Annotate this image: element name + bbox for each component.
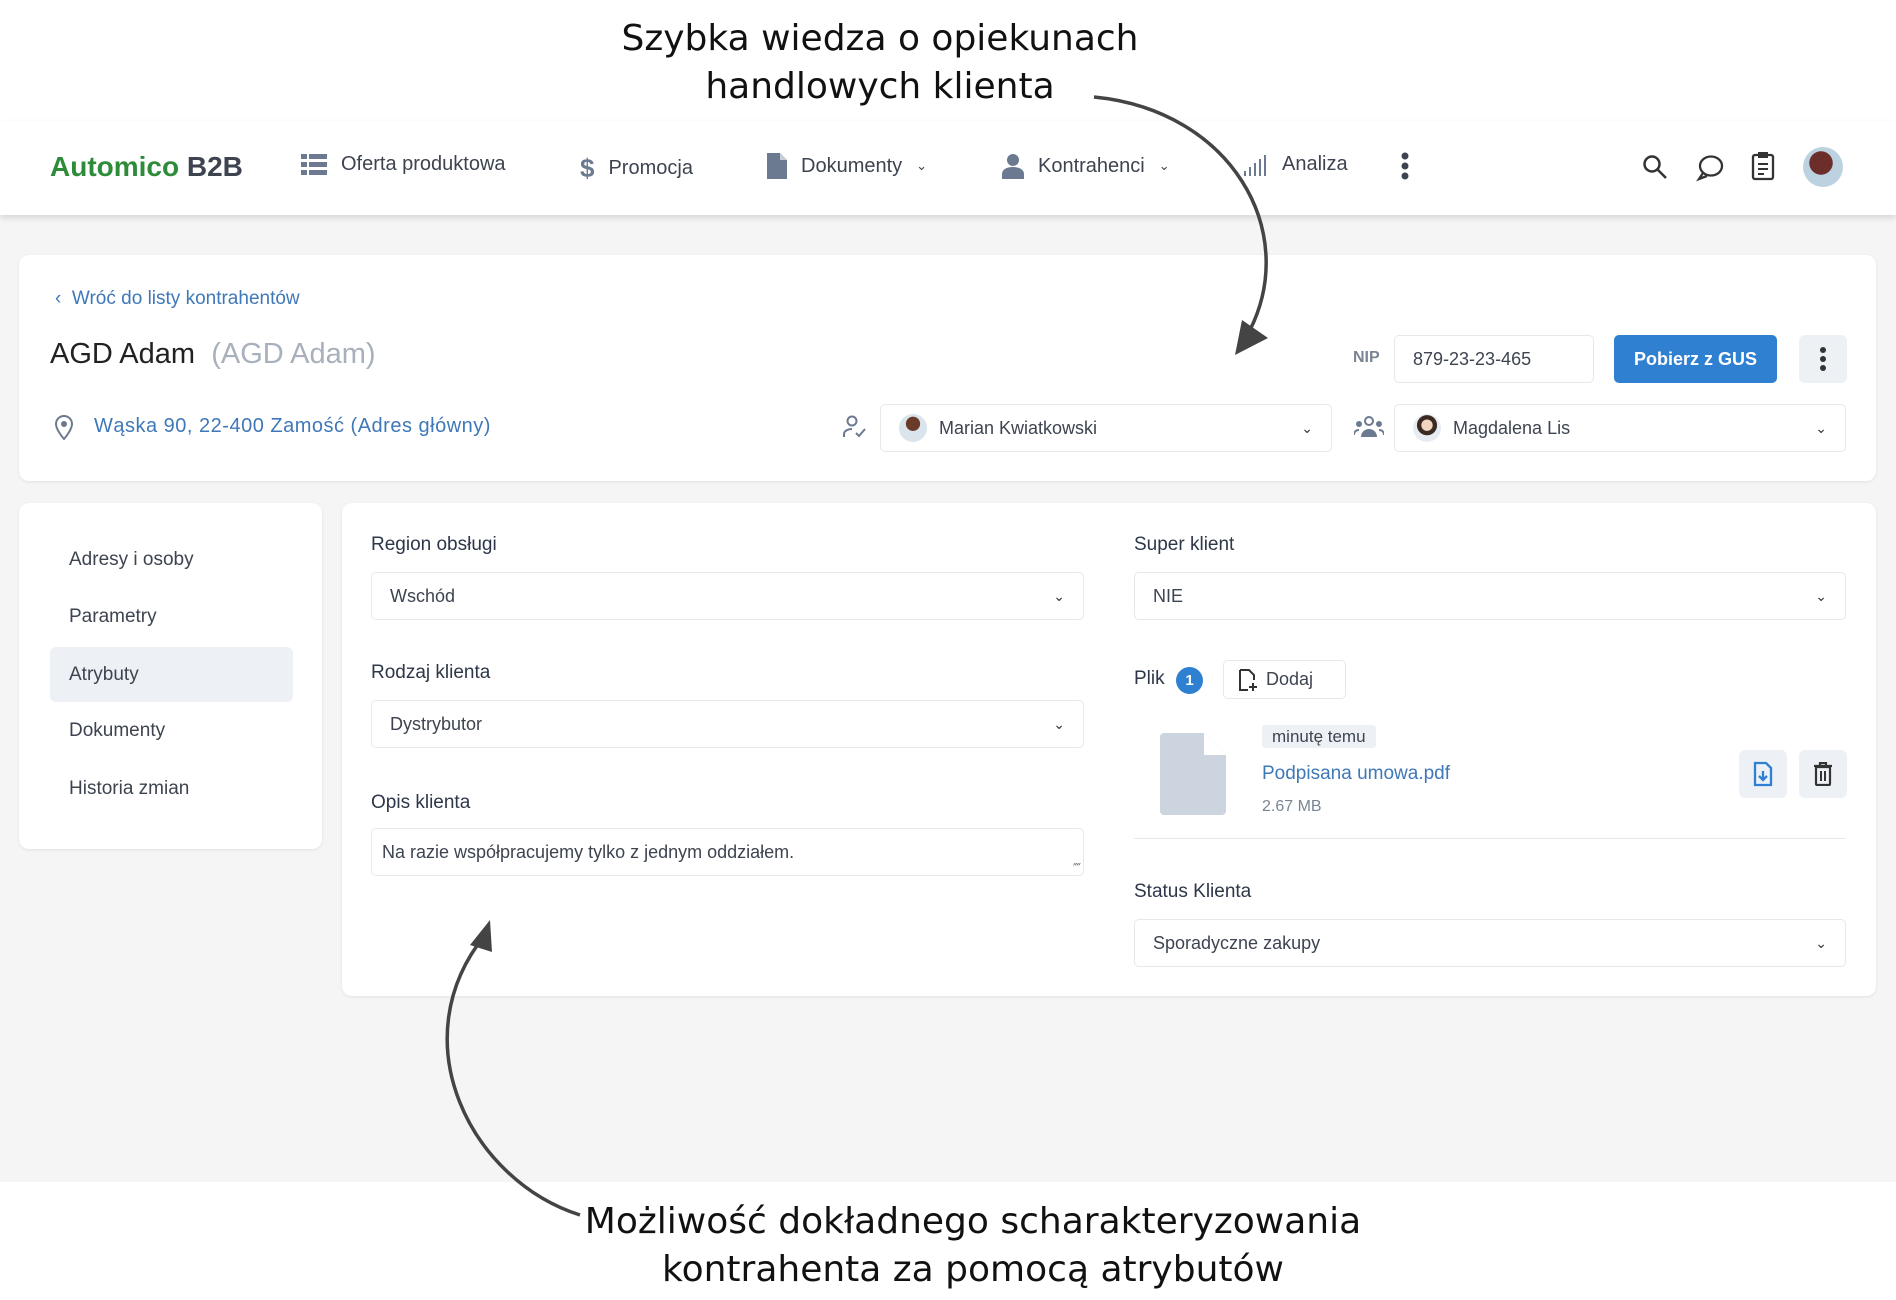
sidebar-item-dokumenty[interactable]: Dokumenty <box>50 703 293 758</box>
account-manager-value: Marian Kwiatkowski <box>939 417 1098 438</box>
download-file-button[interactable] <box>1739 750 1787 798</box>
nav-label: Analiza <box>1282 153 1348 175</box>
nav-oferta[interactable]: Oferta produktowa <box>301 153 506 176</box>
file-size: 2.67 MB <box>1262 798 1322 815</box>
nav-dokumenty[interactable]: Dokumenty ⌄ <box>767 153 927 179</box>
annotation-bottom: Możliwość dokładnego scharakteryzowania … <box>523 1198 1423 1294</box>
client-short-name: (AGD Adam) <box>211 338 376 370</box>
chevron-down-icon: ⌄ <box>1815 587 1827 604</box>
region-label: Region obsługi <box>371 534 497 555</box>
nip-label: NIP <box>1353 349 1380 366</box>
chevron-down-icon: ⌄ <box>1053 715 1065 732</box>
status-label: Status Klienta <box>1134 881 1252 902</box>
add-file-label: Dodaj <box>1266 669 1314 689</box>
nip-value: 879-23-23-465 <box>1413 348 1532 369</box>
file-count-badge: 1 <box>1176 667 1203 694</box>
manager-avatar <box>899 414 927 442</box>
annotation-text: Możliwość dokładnego scharakteryzowania <box>584 1201 1362 1242</box>
delete-file-button[interactable] <box>1799 750 1847 798</box>
sidebar-item-atrybuty[interactable]: Atrybuty <box>50 647 293 702</box>
file-download-icon <box>1753 761 1773 787</box>
sidebar-item-parametry[interactable]: Parametry <box>50 589 293 644</box>
client-address-link[interactable]: Wąska 90, 22-400 Zamość (Adres główny) <box>94 415 491 437</box>
user-icon <box>1002 153 1024 179</box>
list-icon <box>301 153 327 176</box>
account-manager-icon <box>842 415 868 444</box>
client-type-select[interactable]: Dystrybutor ⌄ <box>371 700 1084 748</box>
super-client-select[interactable]: NIE ⌄ <box>1134 572 1846 620</box>
client-type-value: Dystrybutor <box>390 713 483 734</box>
sidebar-item-label: Atrybuty <box>69 663 139 685</box>
nav-label: Kontrahenci <box>1038 154 1145 177</box>
sidebar-item-label: Historia zmian <box>69 777 190 799</box>
chevron-down-icon: ⌄ <box>1815 419 1827 436</box>
trash-icon <box>1814 762 1832 786</box>
team-member-avatar <box>1413 414 1441 442</box>
document-icon <box>767 153 787 179</box>
gus-button-label: Pobierz z GUS <box>1633 348 1758 369</box>
nav-promocja[interactable]: $ Promocja <box>580 153 693 184</box>
file-add-icon <box>1239 668 1257 691</box>
chevron-down-icon: ⌄ <box>1158 158 1170 173</box>
sidebar-item-label: Dokumenty <box>69 719 166 741</box>
super-client-value: NIE <box>1153 585 1184 606</box>
account-manager-select[interactable]: Marian Kwiatkowski ⌄ <box>880 404 1332 452</box>
nav-kontrahenci[interactable]: Kontrahenci ⌄ <box>1002 153 1170 179</box>
dollar-icon: $ <box>580 153 595 183</box>
region-select[interactable]: Wschód ⌄ <box>371 572 1084 620</box>
more-vertical-icon <box>1820 347 1826 371</box>
annotation-top: Szybka wiedza o opiekunach handlowych kl… <box>430 15 1330 111</box>
signal-bars-icon <box>1244 154 1268 176</box>
search-icon[interactable] <box>1642 154 1668 185</box>
resize-handle-icon[interactable]: ⁗ <box>1073 861 1081 875</box>
team-member-select[interactable]: Magdalena Lis ⌄ <box>1394 404 1846 452</box>
location-pin-icon <box>54 414 74 445</box>
description-value: Na razie współpracujemy tylko z jednym o… <box>382 841 795 862</box>
file-icon <box>1160 733 1226 820</box>
add-file-button[interactable]: Dodaj <box>1223 660 1346 699</box>
nav-analiza[interactable]: Analiza <box>1244 153 1348 176</box>
client-type-label: Rodzaj klienta <box>371 662 491 683</box>
description-textarea[interactable]: Na razie współpracujemy tylko z jednym o… <box>371 828 1084 876</box>
file-name-link[interactable]: Podpisana umowa.pdf <box>1262 763 1451 784</box>
fetch-gus-button[interactable]: Pobierz z GUS <box>1614 335 1777 383</box>
sidebar-item-label: Parametry <box>69 605 157 627</box>
back-link-label: Wróć do listy kontrahentów <box>71 288 300 309</box>
sidebar-item-adresy[interactable]: Adresy i osoby <box>50 532 293 587</box>
client-title: AGD Adam (AGD Adam) <box>50 338 376 371</box>
back-link[interactable]: ‹ Wróć do listy kontrahentów <box>55 288 300 309</box>
team-icon <box>1353 416 1385 443</box>
description-label: Opis klienta <box>371 792 471 813</box>
sidebar-item-historia[interactable]: Historia zmian <box>50 761 293 816</box>
chevron-down-icon: ⌄ <box>1053 587 1065 604</box>
nav-label: Dokumenty <box>801 154 903 177</box>
chevron-down-icon: ⌄ <box>1815 934 1827 951</box>
region-value: Wschód <box>390 585 456 606</box>
user-avatar[interactable] <box>1803 147 1843 187</box>
chevron-down-icon: ⌄ <box>1301 419 1313 436</box>
chat-icon[interactable] <box>1696 154 1724 187</box>
team-member-value: Magdalena Lis <box>1453 417 1571 438</box>
file-label: Plik <box>1134 668 1165 689</box>
sidebar-item-label: Adresy i osoby <box>69 548 194 570</box>
client-name: AGD Adam <box>50 338 196 370</box>
more-menu-button[interactable] <box>1398 151 1412 186</box>
clipboard-icon[interactable] <box>1751 151 1775 186</box>
divider <box>1134 838 1846 839</box>
client-more-button[interactable] <box>1799 335 1847 383</box>
nav-label: Oferta produktowa <box>341 153 506 175</box>
logo[interactable]: Automico B2B <box>50 151 243 182</box>
status-select[interactable]: Sporadyczne zakupy ⌄ <box>1134 919 1846 967</box>
nav-label: Promocja <box>608 157 693 179</box>
annotation-text: handlowych klienta <box>705 66 1055 107</box>
nip-input[interactable]: 879-23-23-465 <box>1394 335 1594 383</box>
annotation-text: Szybka wiedza o opiekunach <box>621 18 1139 59</box>
status-value: Sporadyczne zakupy <box>1153 932 1321 953</box>
super-client-label: Super klient <box>1134 534 1235 555</box>
file-time-tag: minutę temu <box>1262 725 1376 748</box>
chevron-down-icon: ⌄ <box>916 158 928 173</box>
annotation-text: kontrahenta za pomocą atrybutów <box>662 1249 1284 1290</box>
top-navbar: Automico B2B Oferta produktowa $ Promocj… <box>0 121 1896 215</box>
